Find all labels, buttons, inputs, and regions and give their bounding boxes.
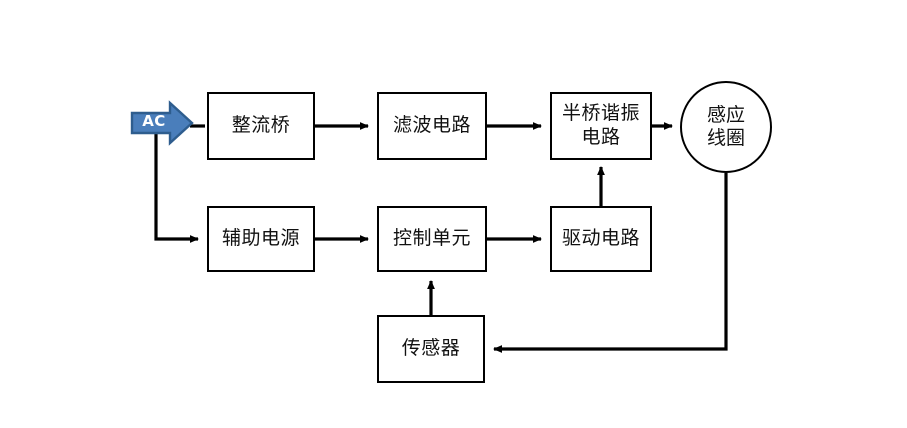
block-induction-coil-label: 感应 线圈 — [706, 103, 745, 149]
block-rectifier[interactable]: 整流桥 — [207, 92, 315, 160]
block-auxiliary-power[interactable]: 辅助电源 — [207, 206, 315, 272]
block-sensor[interactable]: 传感器 — [377, 315, 485, 383]
ac-source-arrow-icon — [130, 100, 194, 146]
block-auxiliary-power-label: 辅助电源 — [221, 227, 300, 250]
block-driver-circuit-label: 驱动电路 — [561, 227, 640, 250]
block-filter[interactable]: 滤波电路 — [377, 92, 487, 160]
block-filter-label: 滤波电路 — [392, 114, 471, 137]
block-driver-circuit[interactable]: 驱动电路 — [550, 206, 652, 272]
connector-coil-to-sensor — [493, 173, 728, 353]
block-control-unit-label: 控制单元 — [392, 227, 471, 250]
block-half-bridge-resonant-label: 半桥谐振 电路 — [561, 102, 640, 148]
block-sensor-label: 传感器 — [401, 337, 461, 360]
block-control-unit[interactable]: 控制单元 — [377, 206, 487, 272]
block-half-bridge-resonant[interactable]: 半桥谐振 电路 — [550, 92, 652, 160]
block-induction-coil[interactable]: 感应 线圈 — [680, 81, 772, 173]
block-rectifier-label: 整流桥 — [231, 114, 291, 137]
connector-ac-to-auxpower — [154, 126, 199, 243]
